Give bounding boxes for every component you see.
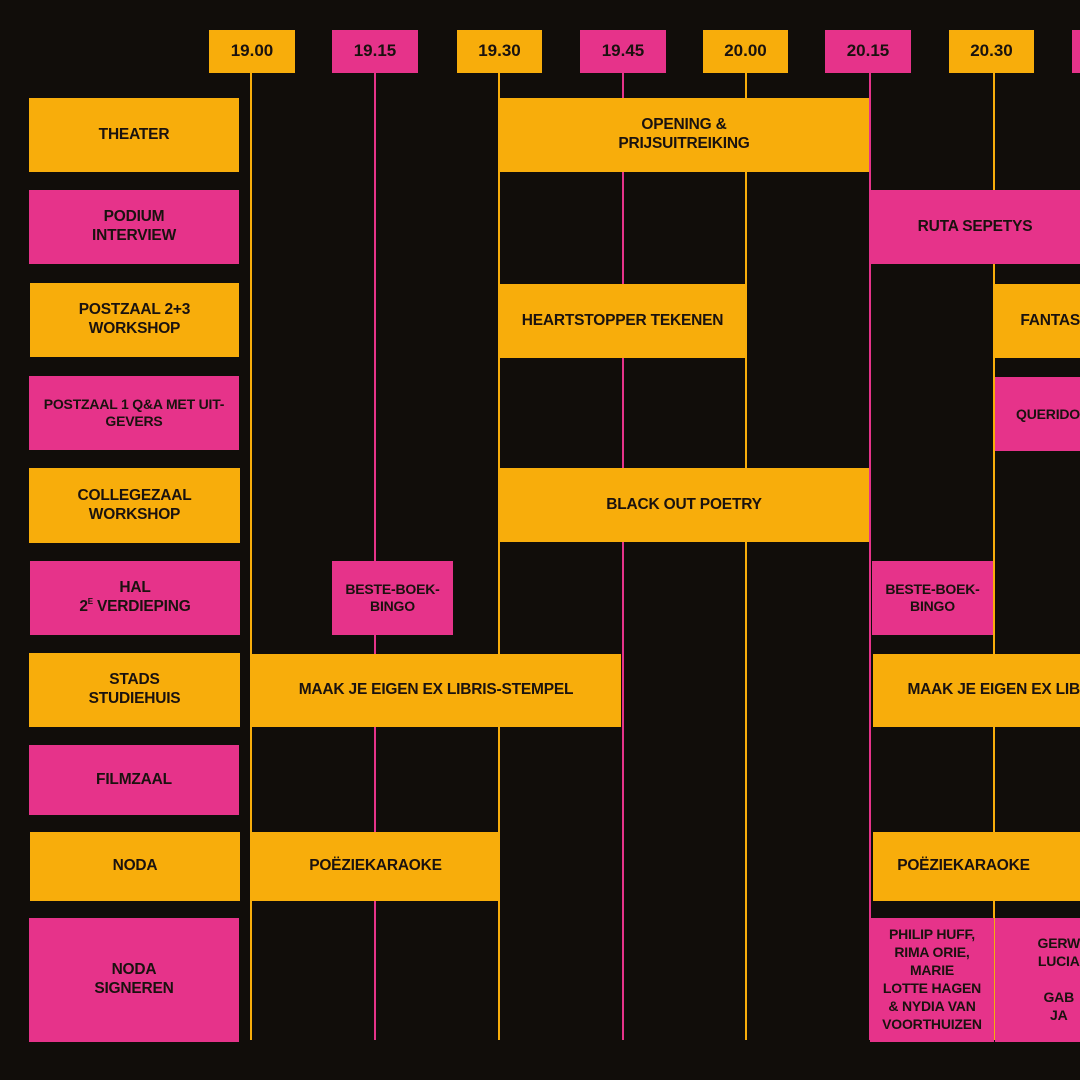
event-ex-libris-1: MAAK JE EIGEN EX LIBRIS-STEMPEL: [251, 654, 621, 727]
room-hal-line2: 2E VERDIEPING: [79, 597, 191, 616]
room-postzaal-2-3: POSTZAAL 2+3 WORKSHOP: [30, 283, 239, 357]
timeline-line-1915: [374, 72, 376, 1040]
timeline-line-2000: [745, 72, 747, 1040]
room-noda-signeren: NODA SIGNEREN: [29, 918, 239, 1042]
room-theater: THEATER: [29, 98, 239, 172]
event-beste-boek-bingo-1: BESTE-BOEK- BINGO: [332, 561, 453, 635]
event-querido-partial: QUERIDO: [995, 377, 1080, 451]
event-poeziekaraoke-2: POËZIEKARAOKE: [873, 832, 1080, 901]
room-stadsstudiehuis: STADS STUDIEHUIS: [29, 653, 240, 727]
time-badge-1930: 19.30: [457, 30, 542, 73]
event-signeren-2-partial: GERW LUCIA GAB JA: [995, 918, 1080, 1042]
time-badge-1900: 19.00: [209, 30, 295, 73]
event-beste-boek-bingo-2: BESTE-BOEK- BINGO: [872, 561, 993, 635]
time-badge-1945: 19.45: [580, 30, 666, 73]
event-opening: OPENING & PRIJSUITREIKING: [499, 98, 869, 172]
event-poeziekaraoke-1: POËZIEKARAOKE: [251, 832, 500, 901]
room-hal-line1: HAL: [119, 579, 151, 597]
timeline-line-2030: [993, 72, 995, 1040]
room-podium-interview: PODIUM INTERVIEW: [29, 190, 239, 264]
timeline-line-1945: [622, 72, 624, 1040]
room-hal: HAL 2E VERDIEPING: [30, 561, 240, 635]
time-badge-2000: 20.00: [703, 30, 788, 73]
room-noda: NODA: [30, 832, 240, 901]
event-black-out-poetry: BLACK OUT POETRY: [499, 468, 869, 542]
time-badge-2015: 20.15: [825, 30, 911, 73]
time-badge-2030: 20.30: [949, 30, 1034, 73]
event-fantasy-partial: FANTAS: [995, 284, 1080, 358]
event-ex-libris-2-partial: MAAK JE EIGEN EX LIB: [873, 654, 1080, 727]
time-badge-1915: 19.15: [332, 30, 418, 73]
timeline-line-1900: [250, 72, 252, 1040]
timeline-line-2015: [869, 72, 871, 1040]
timeline-line-1930: [498, 72, 500, 1040]
event-ruta-sepetys: RUTA SEPETYS: [870, 190, 1080, 264]
event-signeren-1: PHILIP HUFF, RIMA ORIE, MARIE LOTTE HAGE…: [870, 918, 994, 1042]
room-filmzaal: FILMZAAL: [29, 745, 239, 815]
event-heartstopper: HEARTSTOPPER TEKENEN: [499, 284, 746, 358]
time-badge-partial: [1072, 30, 1080, 73]
room-collegezaal: COLLEGEZAAL WORKSHOP: [29, 468, 240, 543]
room-postzaal-1: POSTZAAL 1 Q&A MET UIT- GEVERS: [29, 376, 239, 450]
